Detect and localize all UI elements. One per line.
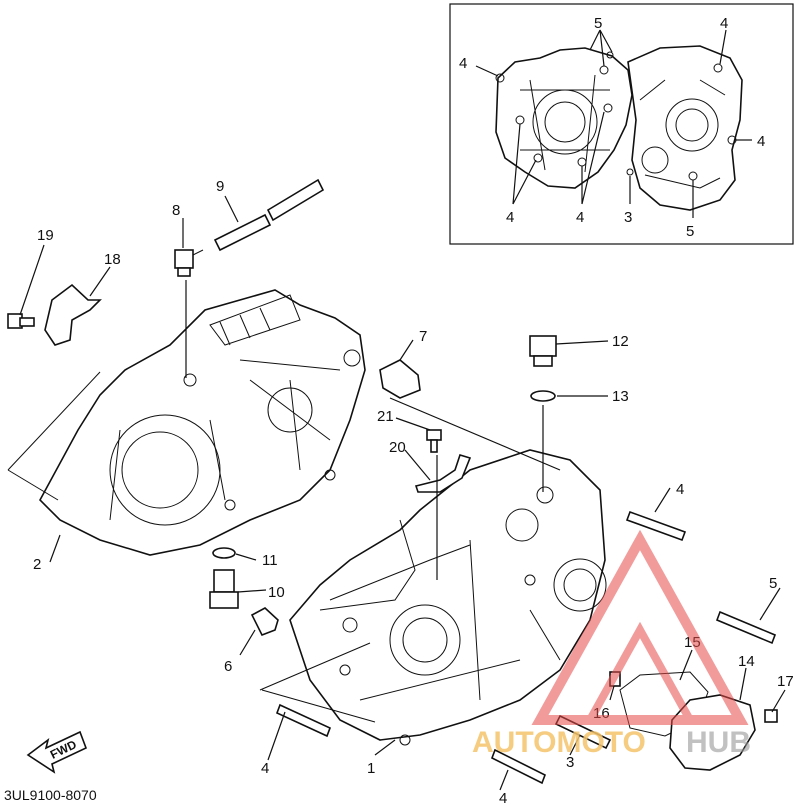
callout-20: 20 bbox=[389, 439, 406, 456]
callout-7: 7 bbox=[419, 328, 427, 345]
callout-21: 21 bbox=[377, 408, 394, 425]
callout-4-left: 4 bbox=[261, 760, 269, 777]
callout-11: 11 bbox=[262, 552, 278, 569]
inset-callout-4-bottommid: 4 bbox=[576, 209, 584, 226]
inset-callout-3: 3 bbox=[624, 209, 632, 226]
callout-2: 2 bbox=[33, 556, 41, 573]
inset-crankcase-view bbox=[449, 3, 794, 245]
callout-14: 14 bbox=[738, 653, 755, 670]
inset-callout-4-topright: 4 bbox=[720, 15, 728, 32]
callout-10: 10 bbox=[268, 584, 285, 601]
callout-19: 19 bbox=[37, 227, 54, 244]
callout-17: 17 bbox=[777, 673, 794, 690]
callout-13: 13 bbox=[612, 388, 629, 405]
leader-lines bbox=[19, 195, 786, 791]
left-crankcase-half bbox=[7, 289, 366, 556]
watermark-text-part2: HUB bbox=[686, 726, 751, 759]
inset-callout-4-bottomleft: 4 bbox=[506, 209, 514, 226]
inset-callout-5-top: 5 bbox=[594, 15, 602, 32]
right-crankcase-half bbox=[259, 449, 607, 746]
inset-callout-5-bottom: 5 bbox=[686, 223, 694, 240]
callout-9: 9 bbox=[216, 178, 224, 195]
callout-4-bottom: 4 bbox=[499, 790, 507, 804]
callout-6: 6 bbox=[224, 658, 232, 675]
callout-1: 1 bbox=[367, 760, 375, 777]
forward-arrow-icon: FWD bbox=[26, 730, 88, 774]
callout-18: 18 bbox=[104, 251, 121, 268]
callout-8: 8 bbox=[172, 202, 180, 219]
callout-5: 5 bbox=[769, 575, 777, 592]
inset-callout-4-right: 4 bbox=[757, 133, 765, 150]
callout-12: 12 bbox=[612, 333, 629, 350]
inset-callout-4-left: 4 bbox=[459, 55, 467, 72]
watermark-logo bbox=[531, 529, 749, 725]
watermark-text-part1: AUTOMOTO bbox=[472, 726, 646, 759]
callout-3: 3 bbox=[566, 754, 574, 771]
diagram-code: 3UL9100-8070 bbox=[4, 787, 97, 803]
callout-4-right: 4 bbox=[676, 481, 684, 498]
